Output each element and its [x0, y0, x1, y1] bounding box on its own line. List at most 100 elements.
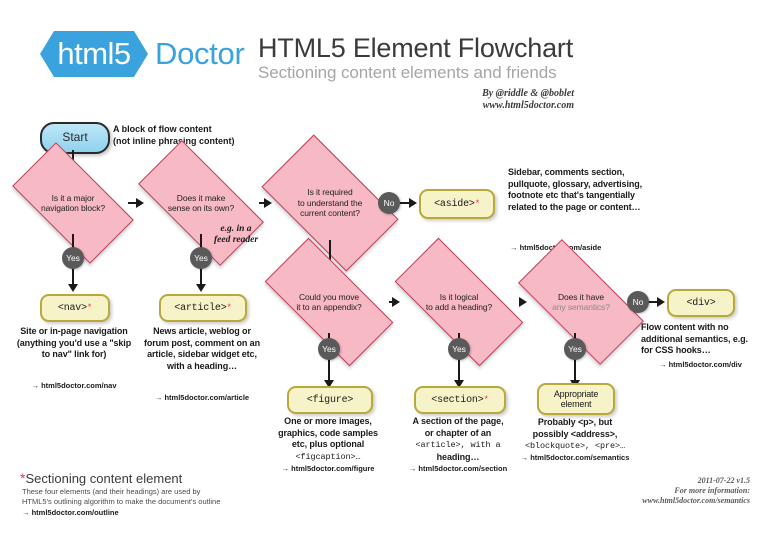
result-div-link[interactable]: → html5doctor.com/div: [659, 360, 742, 369]
result-article-link[interactable]: → html5doctor.com/article: [154, 393, 250, 402]
footer-more-info-url[interactable]: www.html5doctor.com/semantics: [642, 496, 750, 505]
footer-legend-star: *: [20, 470, 26, 486]
decision-appendix-line1: Could you move: [298, 291, 360, 302]
byline: By @riddle & @boblet www.html5doctor.com: [398, 88, 574, 112]
arrowhead-required-no-to-aside: [409, 198, 417, 208]
result-aside-tag: <aside>: [434, 198, 475, 210]
byline-author: By @riddle & @boblet: [482, 88, 574, 99]
result-section-desc-line2: or chapter of an: [424, 427, 492, 438]
decision-semantics-label: Does it have any semantics?: [523, 292, 639, 313]
connector-semantics-no-to-div: [639, 301, 661, 303]
result-article-description: News article, weblog or forum post, comm…: [143, 326, 260, 371]
result-appropriate-description: Probably <p>, but possibly <address>, <b…: [510, 417, 640, 453]
branch-label-yes-appendix: Yes: [318, 338, 340, 360]
decision-major-nav-line2: navigation block?: [41, 203, 105, 213]
feed-reader-annotation-line2: feed reader: [213, 235, 259, 245]
branch-label-yes-major-nav: Yes: [62, 247, 84, 269]
result-div-box: <div>: [667, 289, 735, 317]
connector-sense-own-to-required: [259, 202, 267, 204]
result-section-link[interactable]: → html5doctor.com/section: [408, 464, 508, 473]
result-nav-box: <nav>*: [40, 294, 110, 322]
connector-required-to-appendix: [329, 240, 331, 270]
result-section-box: <section>*: [414, 386, 506, 414]
decision-required: Is it required to understand the current…: [261, 134, 399, 272]
decision-major-nav-line1: Is it a major: [51, 192, 95, 203]
result-div-description: Flow content with no additional semantic…: [641, 322, 748, 355]
result-nav-tag: <nav>: [57, 302, 87, 314]
decision-semantics-line2: any semantics?: [552, 302, 610, 312]
footer-more-info-label: For more information:: [674, 486, 750, 495]
decision-heading-line1: Is it logical: [439, 291, 479, 302]
decision-sense-own-line1: Does it make: [176, 192, 226, 203]
result-figure-box: <figure>: [287, 386, 373, 414]
decision-required-line1: Is it required: [307, 187, 353, 198]
result-appropriate-line2: element: [560, 399, 592, 409]
page-subtitle: Sectioning content elements and friends: [258, 63, 557, 82]
decision-major-nav-label: Is it a major navigation block?: [18, 193, 128, 214]
branch-label-no-required: No: [378, 192, 400, 214]
result-aside-box: <aside>*: [419, 189, 495, 219]
result-appropriate-desc-line2: possibly <address>,: [532, 428, 618, 439]
html5-logo-badge: html5: [40, 31, 148, 77]
branch-label-yes-sense-own: Yes: [190, 247, 212, 269]
connector-major-nav-to-sense-own: [128, 202, 138, 204]
decision-appendix: Could you move it to an appendix?: [264, 237, 394, 367]
decision-required-line2: to understand the: [297, 197, 363, 208]
result-nav-link[interactable]: → html5doctor.com/nav: [31, 381, 117, 390]
result-appropriate-link[interactable]: → html5doctor.com/semantics: [520, 453, 630, 462]
arrowhead-major-nav-yes-to-nav: [68, 284, 78, 292]
decision-semantics: Does it have any semantics?: [518, 239, 644, 365]
feed-reader-annotation-line1: e.g. in a: [220, 224, 252, 234]
result-section-description: A section of the page, or chapter of an …: [396, 416, 520, 463]
result-appropriate-desc-line3: <blockquote>, <pre>…: [524, 441, 626, 451]
footer-legend-body: These four elements (and their headings)…: [22, 487, 220, 506]
footer-legend-title-text: Sectioning content element: [25, 471, 183, 486]
result-section-desc-line4: heading…: [436, 451, 480, 462]
arrowhead-major-nav-to-sense-own: [136, 198, 144, 208]
arrowhead-semantics-no-to-div: [657, 297, 665, 307]
footer-legend-body-line1: These four elements (and their headings)…: [22, 487, 201, 496]
result-figure-description: One or more images, graphics, code sampl…: [266, 416, 390, 463]
result-aside-description: Sidebar, comments section, pullquote, gl…: [508, 167, 643, 212]
footer-legend-link[interactable]: → html5doctor.com/outline: [22, 508, 119, 517]
arrowhead-heading-to-semantics: [519, 297, 527, 307]
logo-wordmark: Doctor: [155, 36, 245, 71]
feed-reader-annotation: e.g. in a feed reader: [196, 224, 276, 246]
result-appropriate-desc-line1: Probably <p>, but: [537, 417, 613, 427]
page-title: HTML5 Element Flowchart: [258, 33, 573, 63]
result-section-desc-line3: <article>, with a: [415, 440, 501, 450]
result-nav-description: Site or in-page navigation (anything you…: [16, 326, 132, 359]
decision-appendix-label: Could you move it to an appendix?: [269, 292, 389, 313]
footer-meta: 2011-07-22 v1.5 For more information: ww…: [550, 476, 750, 506]
footer-legend-title: *Sectioning content element: [20, 470, 182, 486]
result-figure-link[interactable]: → html5doctor.com/figure: [281, 464, 375, 473]
decision-sense-own: Does it make sense on its own?: [138, 140, 264, 266]
arrowhead-sense-own-to-required: [264, 198, 272, 208]
arrowhead-heading-yes-to-section: [454, 380, 464, 388]
branch-label-yes-heading: Yes: [448, 338, 470, 360]
decision-sense-own-label: Does it make sense on its own?: [143, 193, 259, 214]
decision-heading-label: Is it logical to add a heading?: [399, 292, 519, 313]
result-article-tag: <article>: [174, 302, 227, 314]
decision-major-nav: Is it a major navigation block?: [12, 142, 134, 264]
result-figure-desc-line4: <figcaption>…: [295, 451, 361, 462]
branch-label-yes-semantics: Yes: [564, 338, 586, 360]
result-appropriate-box: Appropriate element: [537, 383, 615, 415]
footer-version: 2011-07-22 v1.5: [697, 476, 750, 485]
decision-required-line3: current content?: [300, 208, 360, 219]
decision-appendix-line2: it to an appendix?: [296, 302, 362, 312]
decision-required-label: Is it required to understand the current…: [270, 187, 390, 219]
result-appropriate-line1: Appropriate: [553, 389, 599, 399]
footer-legend-body-line2: HTML5's outlining algorithm to make the …: [22, 496, 221, 506]
arrowhead-appendix-yes-to-figure: [324, 380, 334, 388]
result-figure-desc-line3: etc, plus optional: [291, 439, 365, 449]
result-figure-desc-line1: One or more images,: [284, 416, 372, 426]
byline-site: www.html5doctor.com: [482, 100, 574, 111]
arrowhead-sense-own-yes-to-article: [196, 284, 206, 292]
result-figure-desc-line2: graphics, code samples: [278, 427, 378, 438]
branch-label-no-semantics: No: [627, 291, 649, 313]
start-annotation-line2: (not inline phrasing content): [113, 136, 235, 146]
start-annotation-line1: A block of flow content: [113, 124, 212, 134]
decision-semantics-line1: Does it have: [557, 291, 605, 302]
